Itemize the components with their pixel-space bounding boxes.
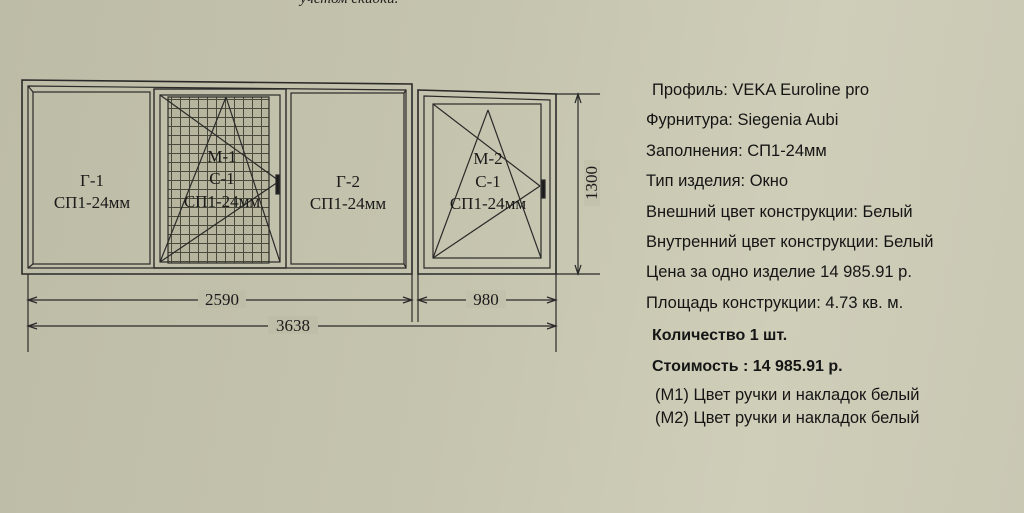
- spec-area: Площадь конструкции: 4.73 кв. м.: [646, 294, 904, 312]
- spec-outer-color: Внешний цвет конструкции: Белый: [646, 203, 913, 221]
- panel-m2-fill: СП1-24мм: [450, 194, 527, 213]
- panel-m1-fill: СП1-24мм: [184, 192, 261, 211]
- spec-filling: Заполнения: СП1-24мм: [646, 142, 827, 160]
- note-m2: (М2) Цвет ручки и накладок белый: [655, 409, 920, 427]
- spec-product-type: Тип изделия: Окно: [646, 172, 789, 190]
- spec-hardware: Фурнитура: Siegenia Aubi: [646, 111, 839, 129]
- panel-m1-code: М-1: [207, 147, 236, 166]
- panel-g1-code: Г-1: [80, 171, 104, 190]
- m1-handle: [275, 174, 280, 195]
- panel-g2-fill: СП1-24мм: [310, 194, 387, 213]
- width-dimension-lines: [26, 274, 558, 352]
- dimension-width-left: 2590: [205, 290, 239, 309]
- dimension-width-right: 980: [473, 290, 499, 309]
- m2-handle: [541, 179, 546, 199]
- panel-g1-frame: [27, 85, 151, 269]
- panel-g1-fill: СП1-24мм: [54, 193, 131, 212]
- right-frame-block: [417, 89, 557, 275]
- panel-g2-code: Г-2: [336, 172, 360, 191]
- panel-g2-frame: [290, 89, 407, 269]
- spec-unit-price: Цена за одно изделие 14 985.91 р.: [646, 263, 912, 281]
- window-drawing: Г-1 СП1-24мм М-1 С-1 СП1-24мм Г-2 СП1-24…: [21, 79, 601, 352]
- total-cost: Стоимость : 14 985.91 р.: [652, 358, 843, 375]
- spec-inner-color: Внутренний цвет конструкции: Белый: [646, 233, 934, 251]
- dimension-width-total: 3638: [276, 316, 310, 335]
- panel-m2-code: М-2: [473, 149, 502, 168]
- panel-m2-sub: С-1: [475, 172, 501, 191]
- dimension-height: 1300: [582, 166, 601, 200]
- panel-m1-sub: С-1: [209, 169, 235, 188]
- top-note: учетом скидки.: [300, 0, 398, 8]
- height-dimension-lines: [556, 92, 600, 276]
- quantity: Количество 1 шт.: [652, 327, 788, 344]
- spec-profile: Профиль: VEKA Euroline pro: [652, 81, 870, 99]
- panel-m1-sash: [153, 88, 287, 269]
- note-m1: (М1) Цвет ручки и накладок белый: [655, 386, 920, 404]
